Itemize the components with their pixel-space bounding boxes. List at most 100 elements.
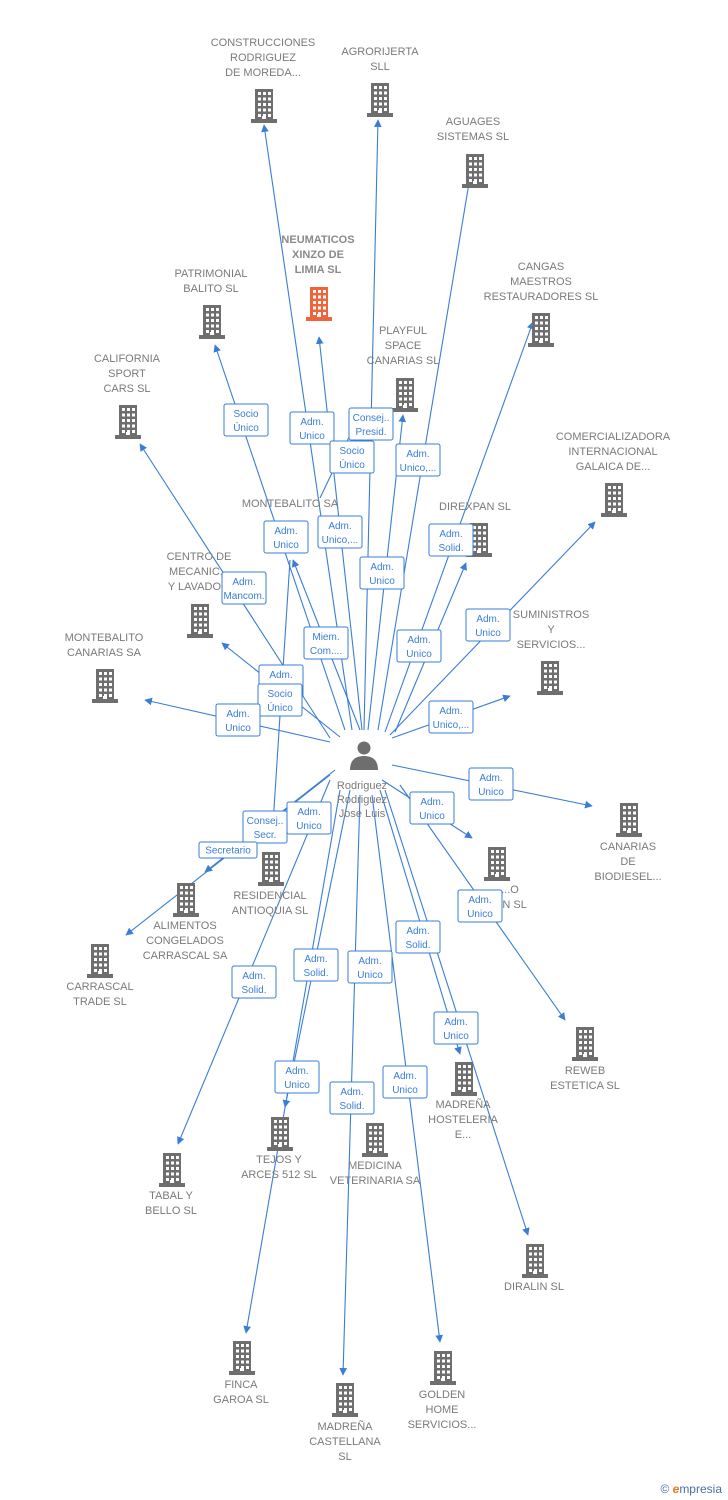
building-icon[interactable] [258,852,284,886]
edge-role-label[interactable]: Adm.Unico [289,411,335,445]
company-name[interactable]: SPACE [385,340,421,352]
company-name[interactable]: Y LAVADO... [168,581,230,593]
company-name[interactable]: TRADE SL [73,996,127,1008]
company-name[interactable]: NEUMATICOS [281,234,354,246]
building-icon[interactable] [199,305,225,339]
building-icon[interactable] [87,944,113,978]
building-icon[interactable] [332,1383,358,1417]
company-name[interactable]: AGRORIJERTA [341,46,419,58]
company-name[interactable]: CONGELADOS [146,935,224,947]
edge-role-label[interactable]: Adm.Unico,... [317,515,363,549]
company-name[interactable]: RESIDENCIAL [233,890,306,902]
building-icon[interactable] [451,1062,477,1096]
company-name[interactable]: CANARIAS [600,841,656,853]
company-node[interactable]: TEJOS Y ARCES 512 SL [241,1117,317,1181]
company-name[interactable]: COMERCIALIZADORA [556,431,671,443]
company-name[interactable]: CANGAS [518,261,564,273]
company-name[interactable]: DE [620,856,635,868]
company-name[interactable]: RESTAURADORES SL [484,291,599,303]
company-name[interactable]: SERVICIOS... [517,639,586,651]
company-name[interactable]: MECANIC... [169,566,229,578]
edge-role-label[interactable]: Adm.Solid. [329,1081,375,1115]
company-name[interactable]: XINZO DE [292,249,344,261]
company-node[interactable]: FINCA GAROA SL [213,1341,269,1406]
company-name[interactable]: SISTEMAS SL [437,131,509,143]
company-name[interactable]: ARCES 512 SL [241,1169,317,1181]
building-icon[interactable] [537,661,563,695]
building-icon[interactable] [484,847,510,881]
company-name[interactable]: CARRASCAL SA [143,950,228,962]
building-icon[interactable] [572,1027,598,1061]
company-name[interactable]: ...O [501,884,519,896]
company-node[interactable]: MADREÑAHOSTELERIAE... [428,1062,499,1141]
edge-role-label[interactable]: Adm.Unico,... [395,443,441,477]
building-icon[interactable] [392,378,418,412]
company-name[interactable]: GALAICA DE... [576,461,651,473]
building-icon[interactable] [173,883,199,917]
edge-role-label[interactable]: Adm.Unico,... [428,700,474,734]
edge-role-label[interactable]: Adm.Unico [433,1011,479,1045]
edge-role-label[interactable]: Adm.Unico [286,801,332,835]
building-icon[interactable] [92,669,118,703]
company-name[interactable]: DIREXPAN SL [439,501,511,513]
edge-role-label[interactable]: Adm.Unico [396,629,442,663]
person-name[interactable]: Jose Luis [339,808,386,820]
edge-role-label[interactable]: Adm.Mancom. [221,571,267,605]
company-name[interactable]: BALITO SL [183,283,238,295]
edge-role-label[interactable]: Adm.Unico [215,703,261,737]
building-icon[interactable] [466,523,492,557]
edge-role-label[interactable]: Adm.Unico [263,520,309,554]
company-node[interactable]: CANARIAS DE BIODIESEL... [594,803,662,883]
person-name[interactable]: Rodriguez [337,794,387,806]
company-name[interactable]: FINCA [225,1379,259,1391]
company-name[interactable]: SLL [370,61,390,73]
building-icon[interactable] [462,154,488,188]
building-icon[interactable] [430,1351,456,1385]
building-icon[interactable] [362,1123,388,1157]
edge-role-label[interactable]: Consej..Secr. [242,810,288,844]
company-node[interactable]: MONTEBALITO SA [242,498,339,510]
company-name[interactable]: SERVICIOS... [408,1419,477,1431]
person-icon[interactable] [350,741,378,771]
edge-role-label[interactable]: Secretario [198,841,258,859]
company-name[interactable]: GAROA SL [213,1394,269,1406]
company-node[interactable]: DIREXPAN SL [439,501,511,557]
company-name[interactable]: Y [547,624,555,636]
edge-role-label[interactable]: Adm.Solid. [395,920,441,954]
company-node[interactable]: ALIMENTOS CONGELADOS CARRASCAL SA [143,883,228,962]
company-name[interactable]: CONSTRUCCIONES [211,37,316,49]
edge-role-label[interactable]: Adm.Unico [409,791,455,825]
edge-role-label[interactable]: Adm.Unico [465,608,511,642]
company-name[interactable]: MONTEBALITO [65,632,144,644]
company-name[interactable]: ALIMENTOS [153,920,216,932]
company-name[interactable]: HOME [426,1404,459,1416]
company-name[interactable]: BELLO SL [145,1205,197,1217]
company-node[interactable]: COMERCIALIZADORA INTERNACIONAL GALAICA DE.… [556,431,671,517]
building-icon[interactable] [522,1244,548,1278]
building-icon[interactable] [115,405,141,439]
company-node[interactable]: DIRALIN SL [504,1244,564,1293]
company-name[interactable]: DIRALIN SL [504,1281,564,1293]
company-name[interactable]: SL [338,1451,351,1463]
company-name[interactable]: INTERNACIONAL [568,446,657,458]
building-icon[interactable] [616,803,642,837]
company-name[interactable]: MADREÑA [317,1420,373,1433]
building-icon[interactable] [187,604,213,638]
company-name[interactable]: CARS SL [103,383,150,395]
company-name[interactable]: TEJOS Y [256,1154,302,1166]
edge-role-label[interactable]: Adm.Unico [347,950,393,984]
edge-role-label[interactable]: Consej..Presid. [348,407,394,441]
company-name[interactable]: BIODIESEL... [594,871,661,883]
company-name[interactable]: CALIFORNIA [94,353,161,365]
